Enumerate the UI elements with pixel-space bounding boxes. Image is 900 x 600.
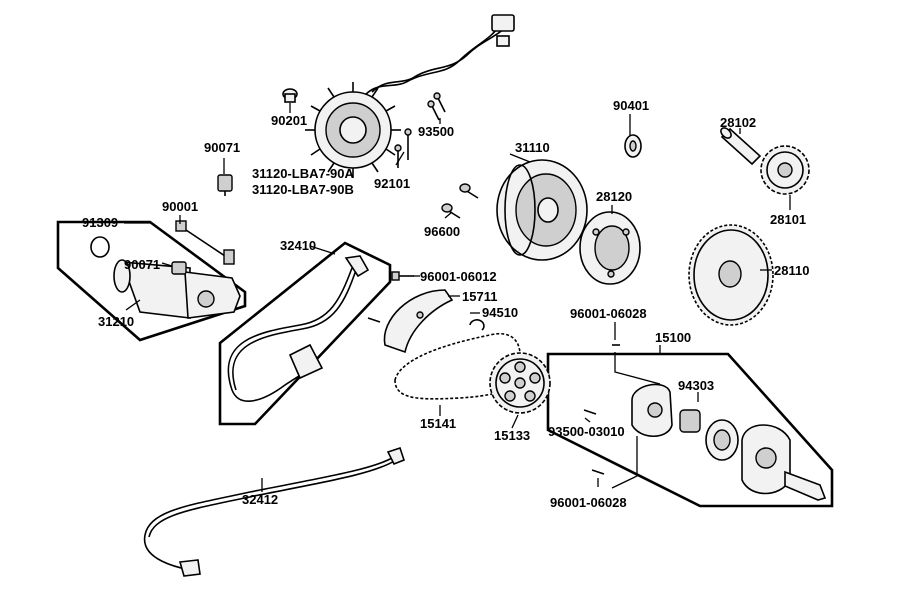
label-28102: 28102 [720, 115, 756, 130]
label-31120-lba7-90a: 31120-LBA7-90A [252, 166, 354, 181]
label-90401: 90401 [613, 98, 649, 113]
starter-cable-32410 [227, 255, 370, 402]
oil-pump-sprocket [489, 352, 551, 414]
label-28101: 28101 [770, 212, 806, 227]
washer-90401 [624, 134, 642, 158]
bolts-96600 [441, 183, 479, 219]
label-32410: 32410 [280, 238, 316, 253]
label-90071-starter: 90071 [124, 257, 160, 272]
label-91309: 91309 [82, 215, 118, 230]
chain-guide [367, 289, 454, 354]
label-15141: 15141 [420, 416, 456, 431]
label-94303: 94303 [678, 378, 714, 393]
flywheel [496, 159, 588, 261]
label-90201: 90201 [271, 113, 307, 128]
bolt-90071-top [217, 174, 233, 196]
label-15100: 15100 [655, 330, 691, 345]
starter-clutch [579, 211, 641, 285]
oil-pump-group-box [546, 352, 834, 508]
label-92101: 92101 [374, 176, 410, 191]
starter-driven-gear [688, 224, 774, 326]
label-94510: 94510 [482, 305, 518, 320]
label-31120-lba7-90b: 31120-LBA7-90B [252, 182, 354, 197]
idle-gear [760, 145, 810, 195]
label-96001-06012: 96001-06012 [420, 269, 497, 284]
leader-lines [124, 103, 791, 492]
label-15133: 15133 [494, 428, 530, 443]
cable-32412 [144, 446, 405, 577]
starter-motor-group-box [56, 220, 247, 342]
stator-connector [491, 14, 515, 32]
clip-94510 [469, 319, 485, 331]
bolt-90201 [282, 88, 298, 103]
idle-gear-shaft [720, 127, 762, 166]
label-90001: 90001 [162, 199, 198, 214]
label-96600: 96600 [424, 224, 460, 239]
stator-wiring-harness [364, 24, 501, 96]
o-ring-91309 [90, 236, 110, 258]
label-28120: 28120 [596, 189, 632, 204]
label-28110: 28110 [774, 263, 809, 278]
bolt-96001-06012 [391, 271, 414, 281]
label-96001-06028-bottom: 96001-06028 [550, 495, 627, 510]
stator-teeth [305, 82, 401, 178]
stator-assembly [305, 14, 515, 178]
screws-93500 [427, 92, 446, 121]
label-32412: 32412 [242, 492, 278, 507]
label-31210: 31210 [98, 314, 134, 329]
label-90071-top: 90071 [204, 140, 240, 155]
label-93500-03010: 93500-03010 [548, 424, 625, 439]
bolt-90001 [175, 220, 235, 265]
oil-pump [583, 344, 827, 501]
starter-motor [113, 259, 241, 319]
screws-92101 [394, 128, 412, 168]
label-96001-06028-top: 96001-06028 [570, 306, 647, 321]
starter-cable-group-box [218, 241, 392, 426]
label-93500: 93500 [418, 124, 454, 139]
label-31110: 31110 [515, 140, 550, 155]
label-15711: 15711 [462, 289, 497, 304]
